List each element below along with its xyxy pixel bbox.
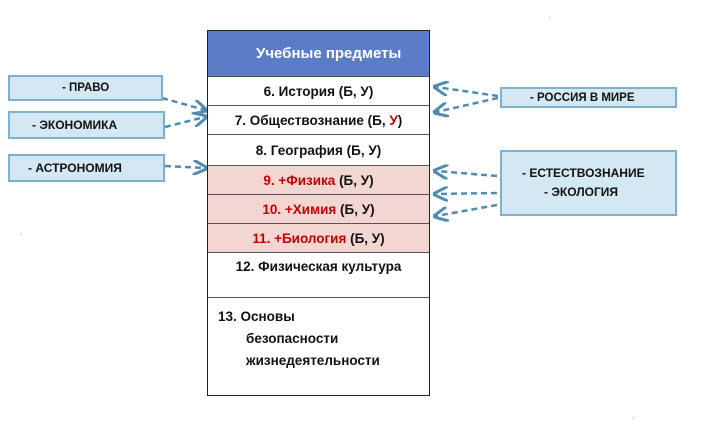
box-label: - АСТРОНОМИЯ [28,161,122,175]
box-label: - ЭКОЛОГИЯ [544,185,619,199]
row-text-tail: (Б, У) [335,172,374,188]
table-row-highlighted: 11. +Биология (Б, У) [208,224,429,253]
arrow-pravo [161,96,205,110]
row-text: 8. География (Б, У) [255,142,382,158]
row-highlight: 9. +Физика [263,172,336,188]
arrow-estest-biologiya [436,203,498,216]
row-line: 13. Основы [218,309,295,324]
table-row: 7. Обществознание (Б, У) [208,106,429,135]
box-astronomiya: - АСТРОНОМИЯ [8,154,165,182]
stray-mark: · [548,12,551,22]
table-row-last: 13. Основы безопасности жизнедеятельност… [208,298,429,396]
row-text-multiline: 13. Основы безопасности жизнедеятельност… [218,306,380,372]
box-label: - ПРАВО [62,82,110,94]
subjects-table: Учебные предметы 6. История (Б, У) 7. Об… [207,30,430,396]
box-label: - ЭКОНОМИКА [32,118,118,132]
table-header: Учебные предметы [208,31,429,77]
box-estestvoznanie: - ЕСТЕСТВОЗНАНИЕ - ЭКОЛОГИЯ [500,150,677,216]
row-text-tail: (Б, У) [346,230,385,246]
box-label: - ЕСТЕСТВОЗНАНИЕ [522,166,645,180]
stray-mark: ' [20,232,22,242]
box-ekonomika: - ЭКОНОМИКА [8,111,165,139]
table-row-highlighted: 10. +Химия (Б, У) [208,195,429,224]
arrow-rossiya-istoriya [436,87,499,98]
arrow-ekonomika [164,117,205,129]
arrow-rossiya-obshch [436,96,499,112]
arrow-astronomiya [164,166,205,168]
box-rossiya-v-mire: - РОССИЯ В МИРЕ [500,87,677,108]
table-header-label: Учебные предметы [256,45,402,62]
row-text-tail: ) [397,112,403,128]
box-pravo: - ПРАВО [8,75,163,101]
row-line: безопасности [246,331,339,346]
row-highlight: У [389,112,398,128]
row-highlight: 10. +Химия [262,201,337,217]
row-text-tail: (Б, У) [336,201,375,217]
box-label: - РОССИЯ В МИРЕ [530,91,635,104]
row-text: 7. Обществознание (Б, [234,112,390,128]
row-line: жизнедеятельности [246,353,380,368]
arrow-estest-khimiya [436,193,498,194]
row-text: 12. Физическая культура [235,259,402,274]
arrow-estest-fizika [436,171,498,176]
row-highlight: 11. +Биология [252,230,347,246]
table-row: 8. География (Б, У) [208,135,429,166]
table-row: 6. История (Б, У) [208,77,429,106]
stray-mark: , [632,410,635,420]
row-text: 6. История (Б, У) [263,83,374,99]
table-row-highlighted: 9. +Физика (Б, У) [208,166,429,195]
table-row: 12. Физическая культура [208,253,429,298]
